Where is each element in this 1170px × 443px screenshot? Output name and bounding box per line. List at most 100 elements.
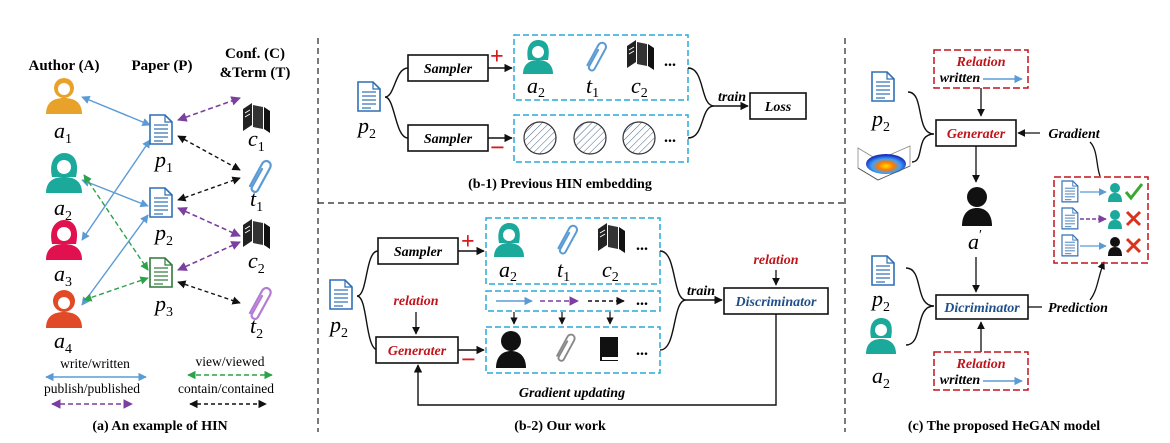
label-c2: c2 xyxy=(248,248,265,277)
label-a2: a2 xyxy=(499,257,517,285)
label-p1: p1 xyxy=(153,147,173,176)
label-p2: p2 xyxy=(356,113,376,142)
legend-write: write/written xyxy=(60,356,130,371)
label-c1: c1 xyxy=(248,126,265,155)
merge-connector xyxy=(659,250,687,351)
author-icon xyxy=(523,40,553,74)
sampler-label: Sampler xyxy=(394,245,443,260)
header-paper: Paper (P) xyxy=(132,58,193,74)
edge-publish-p2-c2 xyxy=(177,207,241,237)
relation-label: Relation xyxy=(955,55,1005,70)
minus-sign: − xyxy=(490,133,505,162)
result-row-real xyxy=(1061,180,1144,203)
split-connector xyxy=(384,67,409,139)
negative-node xyxy=(573,121,607,155)
relation-label: relation xyxy=(393,294,438,309)
edge-view-a2-p3 xyxy=(83,174,149,271)
negative-node xyxy=(622,121,656,155)
plus-sign: + xyxy=(490,44,504,70)
relation-row-box xyxy=(485,290,661,312)
generated-book-icon xyxy=(600,337,618,361)
train-label: train xyxy=(687,284,715,299)
caption-b1: (b-1) Previous HIN embedding xyxy=(468,177,652,192)
generated-author-icon xyxy=(496,331,526,368)
label-a2: a2 xyxy=(527,73,545,101)
edge-write-a1-p1 xyxy=(81,95,151,127)
check-icon xyxy=(1124,183,1144,201)
label-p3: p3 xyxy=(153,291,173,320)
book-icon xyxy=(626,39,655,71)
train-label: train xyxy=(718,90,746,105)
edge-view-a4-p3 xyxy=(83,276,149,302)
paper-icon xyxy=(149,114,173,145)
panel-b1: p2 Sampler Sampler + − ... a2 t1 c2 ... … xyxy=(356,34,807,192)
ellipsis: ... xyxy=(636,342,648,359)
author-icon xyxy=(46,153,82,193)
paper-icon xyxy=(149,257,173,288)
discriminator-label: Discriminator xyxy=(735,295,817,310)
distribution-plot-icon xyxy=(857,145,911,181)
label-a4: a4 xyxy=(54,328,72,357)
edge-publish-p1-c1 xyxy=(177,96,241,122)
paper-icon xyxy=(871,71,895,102)
label-a3: a3 xyxy=(54,261,72,290)
label-a2: a2 xyxy=(872,363,890,392)
split-connector xyxy=(356,250,379,351)
caption-a: (a) An example of HIN xyxy=(92,419,227,434)
merge-connector xyxy=(905,267,935,346)
label-p2: p2 xyxy=(870,286,890,315)
discriminator-box xyxy=(723,287,829,315)
author-icon xyxy=(866,318,896,354)
positive-samples-box xyxy=(513,34,689,101)
ellipsis: ... xyxy=(664,129,676,146)
prediction-connector xyxy=(1089,261,1105,301)
negative-node xyxy=(523,121,557,155)
ellipsis: ... xyxy=(636,237,648,254)
caption-b2: (b-2) Our work xyxy=(514,419,606,434)
edge-contain-p1-t1 xyxy=(177,135,241,171)
sampler-label: Sampler xyxy=(424,62,473,77)
clip-icon xyxy=(557,224,578,255)
prediction-label: Prediction xyxy=(1048,301,1108,316)
merge-connector xyxy=(687,67,715,139)
author-icon xyxy=(46,78,82,114)
ellipsis: ... xyxy=(664,53,676,70)
book-icon xyxy=(597,222,626,254)
loss-label: Loss xyxy=(764,100,792,115)
panel-b2: p2 Sampler relation Generater + − ... a2… xyxy=(328,217,829,434)
author-icon xyxy=(46,220,82,260)
written-label: written xyxy=(940,71,981,86)
dicriminator-box xyxy=(935,294,1029,320)
author-icon xyxy=(46,290,82,328)
generated-author-icon xyxy=(962,187,992,226)
author-labels: a1 a2 a3 a4 xyxy=(54,118,72,357)
label-t1: t1 xyxy=(557,257,570,285)
generater-label: Generater xyxy=(947,127,1006,142)
loss-box xyxy=(749,92,807,120)
label-p2: p2 xyxy=(153,220,173,249)
paper-icon xyxy=(149,187,173,218)
legend-contain: contain/contained xyxy=(178,381,274,396)
sampler-box xyxy=(407,124,489,152)
label-c2: c2 xyxy=(602,257,619,285)
minus-sign: − xyxy=(461,345,476,374)
paper-icon xyxy=(871,255,895,286)
merge-connector xyxy=(907,91,935,163)
header-term: &Term (T) xyxy=(220,65,291,81)
generater-label: Generater xyxy=(388,344,447,359)
hin-edges xyxy=(81,95,241,306)
clip-icon xyxy=(586,41,607,72)
label-c2: c2 xyxy=(631,73,648,101)
cross-icon xyxy=(1125,210,1142,227)
label-t2: t2 xyxy=(250,313,263,342)
relation-box-top xyxy=(933,49,1029,89)
result-row-wrong-relation xyxy=(1061,207,1142,230)
edge-contain-p3-t2 xyxy=(177,280,241,305)
edge-write-a2-p2 xyxy=(81,178,149,208)
relation-box-bottom xyxy=(933,351,1029,391)
legend-view: view/viewed xyxy=(196,354,265,369)
edge-write-a4-p2 xyxy=(81,214,149,306)
negative-samples-box xyxy=(513,114,689,163)
relation-label: Relation xyxy=(955,357,1005,372)
label-p2: p2 xyxy=(870,106,890,135)
